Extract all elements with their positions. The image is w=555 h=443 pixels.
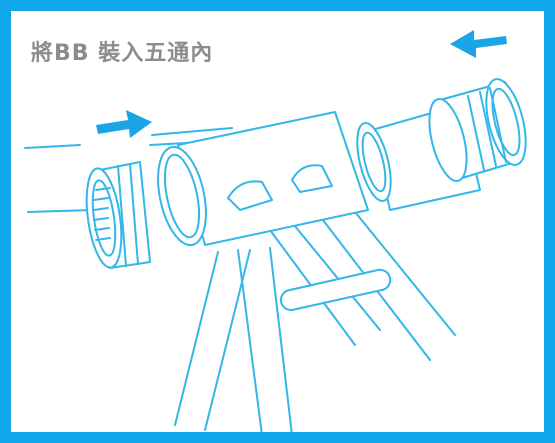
left-bearing-cup xyxy=(85,161,151,269)
right-bearing-cup xyxy=(356,78,527,211)
arrow-left-icon xyxy=(450,30,507,58)
page-title: 將BB 裝入五通內 xyxy=(31,41,214,66)
bottom-bracket-shell xyxy=(157,111,369,247)
frame-tubes xyxy=(174,174,456,432)
arrow-right-icon xyxy=(96,110,152,138)
